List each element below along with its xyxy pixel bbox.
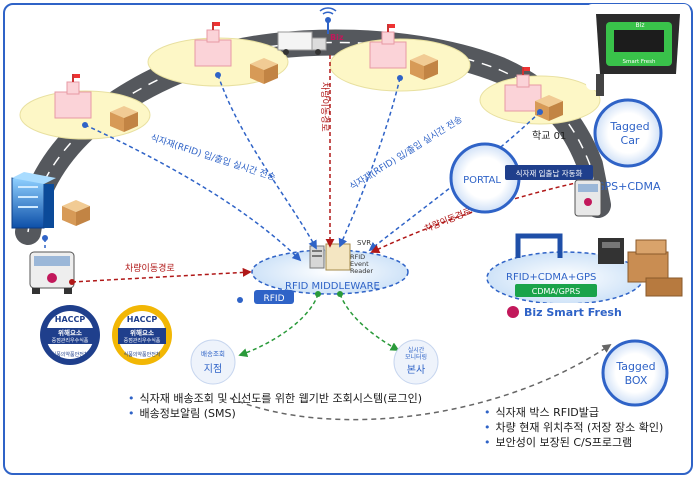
branch-circle <box>190 339 236 385</box>
bullet-dot-icon: • <box>484 436 491 449</box>
bullet-text: 보안성이 보장된 C/S프로그램 <box>495 436 633 449</box>
bullet-text: 배송정보알림 (SMS) <box>139 407 236 420</box>
haccp-badge-gold <box>112 305 172 365</box>
box-icon <box>62 54 563 226</box>
branch-label: 지점 <box>204 363 222 375</box>
bullet-text: 식자재 박스 RFID발급 <box>495 406 600 419</box>
bullet-text: 식자재 배송조회 및 신선도를 위한 웹기반 조회시스템(로그인) <box>139 392 423 405</box>
rfid-gate-icon <box>515 233 563 258</box>
green-flow <box>238 293 400 357</box>
device-brand: Biz <box>636 22 645 29</box>
antenna-icon <box>319 7 337 34</box>
brand-label: Biz Smart Fresh <box>524 306 622 319</box>
school-label: 학교 01 <box>532 130 566 142</box>
cdma-gprs-label: CDMA/GPRS <box>532 287 580 296</box>
haccp-word: HACCP <box>55 315 86 324</box>
brand-logo <box>503 303 636 321</box>
truck-icon <box>277 31 327 55</box>
bullet-item: • 식자재 배송조회 및 신선도를 위한 웹기반 조회시스템(로그인) <box>128 391 422 406</box>
server-icon <box>309 243 351 271</box>
reader-line-1: RFID <box>350 253 365 261</box>
tagged-box-circle <box>601 339 669 407</box>
hq-small-label-2: 모니터링 <box>405 353 427 361</box>
tagged-car-line-2: Car <box>621 134 640 147</box>
green-endpoint <box>315 291 321 297</box>
red-route-flow <box>71 55 581 283</box>
bullet-item: • 배송정보알림 (SMS) <box>128 406 422 421</box>
bullet-item: • 차량 현재 위치추적 (저장 장소 확인) <box>484 420 663 435</box>
van-icon <box>29 251 75 294</box>
green-endpoint <box>337 291 343 297</box>
haccp-bottom-gold: 식품의약품안전처 <box>124 351 161 358</box>
cdma-gprs-badge <box>515 284 597 297</box>
gps-cdma-label: GPS+CDMA <box>596 180 661 193</box>
portal-label: PORTAL <box>463 175 501 186</box>
route-top-label: 차량이동경로 <box>319 82 331 132</box>
tagged-box-line-2: BOX <box>625 374 648 387</box>
haccp-sub-gold-1: 위해요소 <box>130 328 154 337</box>
rfid-tag <box>254 290 294 304</box>
hq-circle <box>393 339 439 385</box>
bullet-dot-icon: • <box>128 392 135 405</box>
reader-line-2: Event <box>350 260 369 268</box>
bullet-dot-icon: • <box>484 406 491 419</box>
haccp-sub-1: 위해요소 <box>58 328 82 337</box>
bullet-dot-icon: • <box>128 407 135 420</box>
hq-label: 본사 <box>407 364 425 376</box>
right-truck-icon <box>574 179 602 217</box>
data-center-icon <box>11 172 56 229</box>
printer-icon <box>598 238 624 264</box>
tagged-box-line-1: Tagged <box>615 360 655 373</box>
haccp-sub-2: 중점관리우수식품 <box>52 337 89 344</box>
flow-left-label: 식자재(RFID) 입/출입 실시간 전송 <box>149 131 277 183</box>
flow-right-label: 식자재(RFID) 입/출입 실시간 전송 <box>347 113 464 192</box>
outer-frame <box>3 3 693 475</box>
tagged-car-circle <box>593 98 663 168</box>
reader-line-3: Reader <box>350 267 373 275</box>
haccp-word-gold: HACCP <box>127 315 158 324</box>
portal-badge-label: 식자재 입출납 자동화 <box>516 168 583 178</box>
rfid-cdma-gps-label: RFID+CDMA+GPS <box>506 272 596 283</box>
bullet-item: • 보안성이 보장된 C/S프로그램 <box>484 435 663 450</box>
route-left-label: 차량이동경로 <box>125 262 175 274</box>
route-endpoint <box>69 279 75 285</box>
hq-small-label-1: 실시간 <box>408 346 425 354</box>
flow-endpoint <box>42 72 543 303</box>
haccp-sub-gold-2: 중점관리우수식품 <box>124 337 161 344</box>
haccp-bottom: 식품의약품안전처 <box>52 351 89 358</box>
bullet-item: • 식자재 박스 RFID발급 <box>484 405 663 420</box>
bullets-left: • 식자재 배송조회 및 신선도를 위한 웹기반 조회시스템(로그인) • 배송정보… <box>128 391 422 421</box>
branch-small-label: 배송조회 <box>201 349 225 358</box>
haccp-badge <box>40 305 100 365</box>
school-building <box>54 22 542 119</box>
box-stack-icon <box>627 239 683 297</box>
tagged-car-line-1: Tagged <box>609 120 649 133</box>
rfid-tag-label: RFID <box>263 294 284 304</box>
middleware-label: RFID MIDDLEWARE <box>285 281 380 292</box>
route-right-label: 차량이동경로 <box>423 205 474 235</box>
bullet-dot-icon: • <box>484 421 491 434</box>
smart-fresh-device <box>586 4 690 96</box>
truck-brand: Biz <box>330 33 344 42</box>
svr-label: SVR <box>357 239 371 247</box>
device-label: Smart Fresh <box>622 59 656 65</box>
bullets-right: • 식자재 박스 RFID발급 • 차량 현재 위치추적 (저장 장소 확인) • 보… <box>484 405 663 450</box>
portal-badge <box>505 165 593 180</box>
gray-flow <box>229 343 612 421</box>
bullet-text: 차량 현재 위치추적 (저장 장소 확인) <box>495 421 664 434</box>
